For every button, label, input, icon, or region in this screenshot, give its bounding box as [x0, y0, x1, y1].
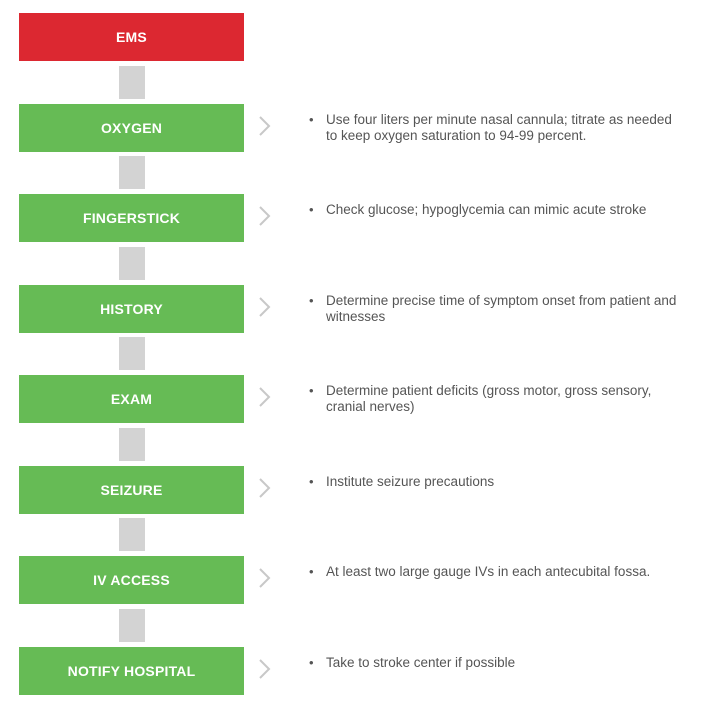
chevron-right-icon: [259, 568, 271, 588]
step-row-notify-hospital: NOTIFY HOSPITAL • Take to stroke center …: [0, 647, 701, 695]
step-note: • Use four liters per minute nasal cannu…: [309, 112, 679, 144]
bullet-icon: •: [309, 112, 314, 127]
ems-header-box: EMS: [19, 13, 244, 61]
step-label: NOTIFY HOSPITAL: [67, 663, 196, 679]
step-note: • Check glucose; hypoglycemia can mimic …: [309, 202, 679, 218]
step-box-notify-hospital: NOTIFY HOSPITAL: [19, 647, 244, 695]
step-label: OXYGEN: [100, 120, 163, 136]
connector: [119, 609, 145, 642]
step-box-oxygen: OXYGEN: [19, 104, 244, 152]
chevron-right-icon: [259, 116, 271, 136]
step-label: EXAM: [110, 391, 153, 407]
step-row-fingerstick: FINGERSTICK • Check glucose; hypoglycemi…: [0, 194, 701, 242]
chevron-right-icon: [259, 206, 271, 226]
step-box-history: HISTORY: [19, 285, 244, 333]
bullet-icon: •: [309, 383, 314, 398]
step-note: • Determine patient deficits (gross moto…: [309, 383, 679, 415]
step-note-text: Check glucose; hypoglycemia can mimic ac…: [326, 202, 647, 217]
bullet-icon: •: [309, 293, 314, 308]
bullet-icon: •: [309, 564, 314, 579]
step-box-exam: EXAM: [19, 375, 244, 423]
step-note: • At least two large gauge IVs in each a…: [309, 564, 679, 580]
bullet-icon: •: [309, 655, 314, 670]
connector: [119, 156, 145, 189]
step-note-text: Institute seizure precautions: [326, 474, 495, 489]
step-note-text: At least two large gauge IVs in each ant…: [326, 564, 651, 579]
chevron-right-icon: [259, 297, 271, 317]
step-box-iv-access: IV ACCESS: [19, 556, 244, 604]
connector: [119, 518, 145, 551]
connector: [119, 66, 145, 99]
step-row-history: HISTORY • Determine precise time of symp…: [0, 285, 701, 333]
step-label: IV ACCESS: [93, 572, 170, 588]
step-note-text: Determine precise time of symptom onset …: [326, 293, 677, 324]
step-box-fingerstick: FINGERSTICK: [19, 194, 244, 242]
connector: [119, 428, 145, 461]
step-row-iv-access: IV ACCESS • At least two large gauge IVs…: [0, 556, 701, 604]
step-row-oxygen: OXYGEN • Use four liters per minute nasa…: [0, 104, 701, 152]
step-note-text: Take to stroke center if possible: [326, 655, 516, 670]
step-note: • Determine precise time of symptom onse…: [309, 293, 679, 325]
step-label: HISTORY: [100, 301, 163, 317]
step-row-seizure: SEIZURE • Institute seizure precautions: [0, 466, 701, 514]
step-label: FINGERSTICK: [82, 210, 181, 226]
bullet-icon: •: [309, 202, 314, 217]
chevron-right-icon: [259, 659, 271, 679]
connector: [119, 337, 145, 370]
bullet-icon: •: [309, 474, 314, 489]
connector: [119, 247, 145, 280]
step-note: • Institute seizure precautions: [309, 474, 679, 490]
step-note-text: Use four liters per minute nasal cannula…: [326, 112, 672, 143]
chevron-right-icon: [259, 387, 271, 407]
step-label: SEIZURE: [100, 482, 163, 498]
step-box-seizure: SEIZURE: [19, 466, 244, 514]
step-row-exam: EXAM • Determine patient deficits (gross…: [0, 375, 701, 423]
step-note: • Take to stroke center if possible: [309, 655, 679, 671]
ems-header-label: EMS: [116, 29, 147, 45]
step-note-text: Determine patient deficits (gross motor,…: [326, 383, 652, 414]
chevron-right-icon: [259, 478, 271, 498]
